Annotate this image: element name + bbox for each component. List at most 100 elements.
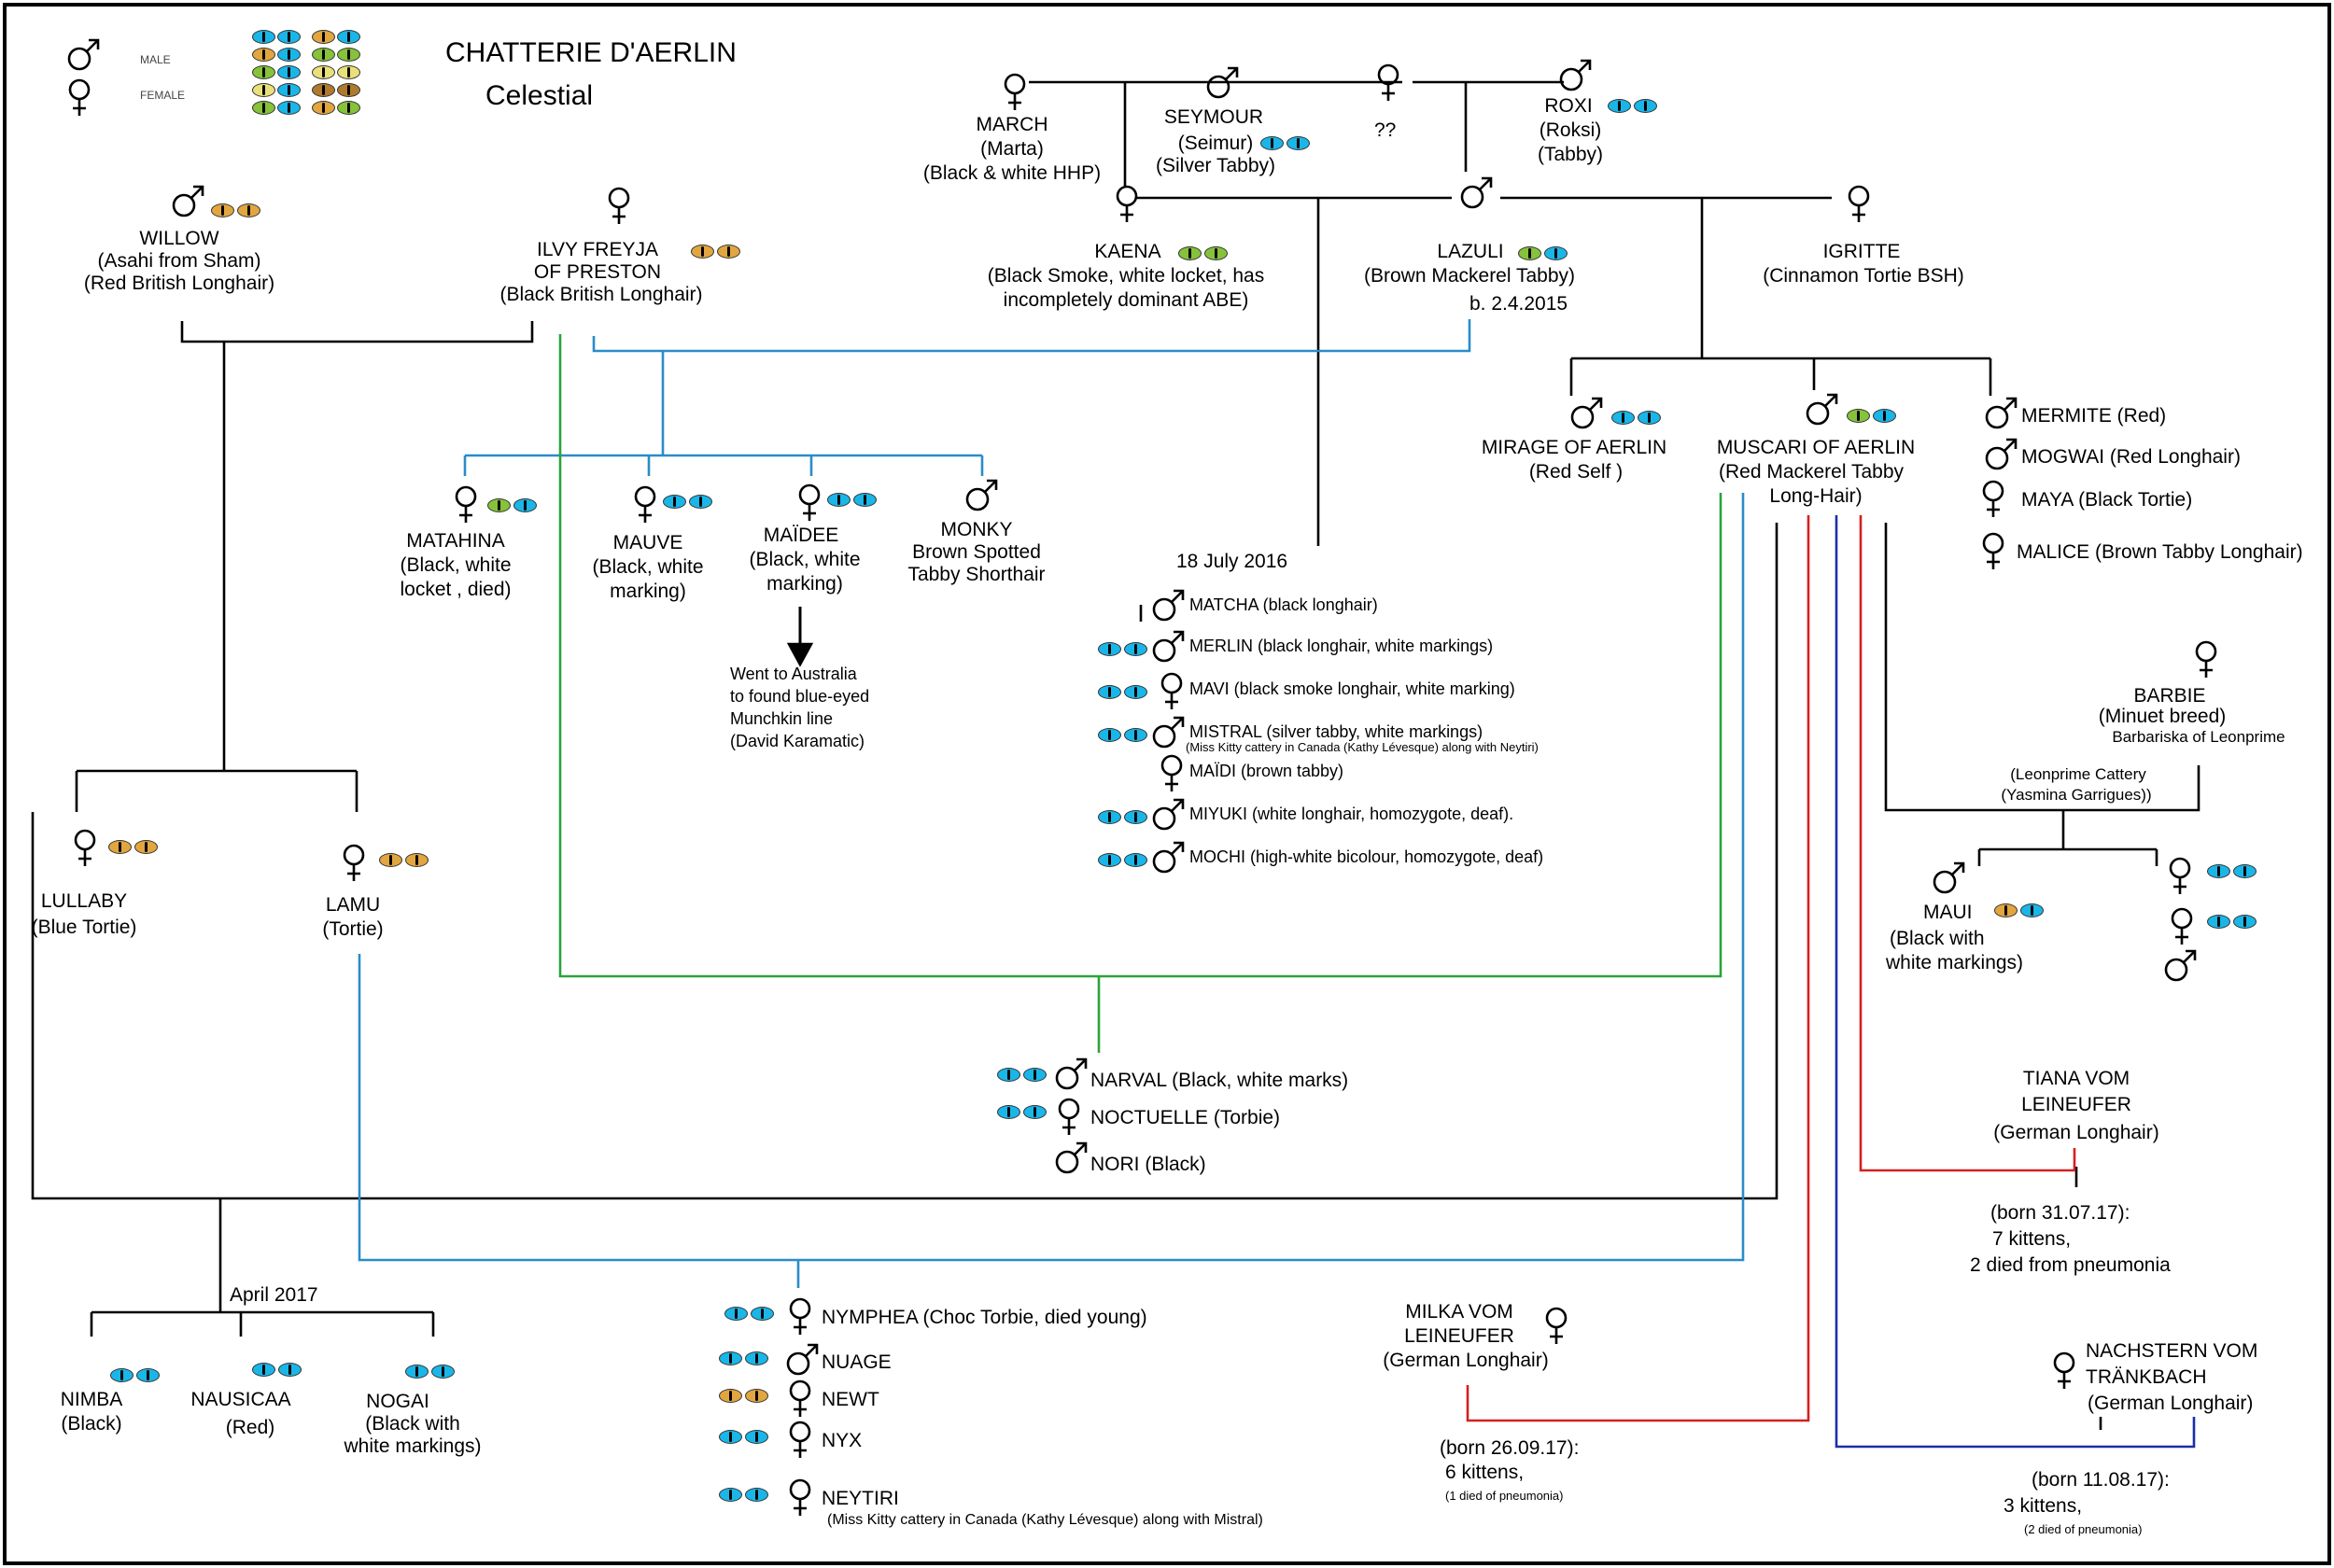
ilvy-name: ILVY FREYJA <box>537 239 658 260</box>
eye-swatch <box>277 83 301 97</box>
matahina-detail: (Black, white <box>400 554 512 576</box>
eye-colors <box>1098 642 1147 656</box>
kaena-name: KAENA <box>1094 241 1161 262</box>
nachstern-litter-note: (2 died of pneumonia) <box>2024 1522 2143 1536</box>
female-icon <box>1542 1307 1570 1346</box>
litter-kitten-label: MATCHA (black longhair) <box>1189 595 1378 614</box>
maui-name: MAUI <box>1923 902 1973 923</box>
eye-colors <box>663 495 712 509</box>
female-icon <box>795 483 823 523</box>
male-icon <box>1053 1055 1090 1092</box>
matahina-detail-2: locket , died) <box>400 579 512 600</box>
eye-swatch <box>1608 99 1631 113</box>
lullaby-name: LULLABY <box>40 890 128 912</box>
eye-colors <box>252 65 360 79</box>
eye-swatch <box>751 1307 774 1321</box>
page-subtitle: Celestial <box>485 80 594 111</box>
female-icon <box>1158 672 1186 711</box>
muscari-breed-2: Long-Hair) <box>1769 485 1863 507</box>
male-icon <box>1983 394 2020 431</box>
female-icon <box>631 485 659 525</box>
male-icon <box>963 476 1001 513</box>
eye-swatch <box>277 101 301 115</box>
litter-kitten-label: MIYUKI (white longhair, homozygote, deaf… <box>1189 805 1514 823</box>
eye-swatch <box>513 498 537 512</box>
eye-swatch <box>337 48 360 62</box>
eye-swatch <box>1098 642 1121 656</box>
eye-swatch <box>2207 864 2230 878</box>
eye-swatch <box>405 1365 429 1379</box>
female-icon <box>786 1478 814 1518</box>
eye-swatch <box>1260 136 1284 150</box>
litter-kitten-label: NARVAL (Black, white marks) <box>1090 1070 1349 1091</box>
eye-swatch <box>405 853 429 867</box>
litter-kitten-label: MISTRAL (silver tabby, white markings) <box>1189 722 1483 741</box>
eye-swatch <box>252 48 275 62</box>
eye-swatch <box>719 1430 742 1444</box>
eye-swatch <box>719 1389 742 1403</box>
eye-colors <box>1098 728 1147 742</box>
eye-swatch <box>1124 810 1147 824</box>
kaena-detail: (Black Smoke, white locket, has <box>987 265 1265 287</box>
lazuli-birthdate: b. 2.4.2015 <box>1469 293 1568 315</box>
male-icon <box>1458 174 1496 211</box>
eye-swatch <box>312 65 335 79</box>
female-icon <box>2168 907 2196 946</box>
eye-swatch <box>1124 642 1147 656</box>
seymour-name: SEYMOUR <box>1163 106 1264 128</box>
eye-swatch <box>827 493 851 507</box>
eye-colors <box>379 853 429 867</box>
female-icon <box>1113 185 1141 224</box>
litter-kitten-label: NYX <box>822 1430 863 1451</box>
eye-colors <box>252 30 360 44</box>
eye-swatch <box>745 1488 768 1502</box>
maui-detail-2: white markings) <box>1886 952 2024 973</box>
unknown-name: ?? <box>1374 119 1397 141</box>
eye-swatch <box>337 101 360 115</box>
eye-swatch <box>853 493 877 507</box>
female-icon <box>2192 640 2220 679</box>
eye-colors <box>1178 246 1228 260</box>
male-icon <box>1150 586 1188 623</box>
litter-kitten-note: (Miss Kitty cattery in Canada (Kathy Lév… <box>827 1512 1263 1528</box>
female-icon <box>1979 532 2007 571</box>
mauve-detail-2: marking) <box>610 581 686 602</box>
eye-colors <box>252 48 360 62</box>
march-name: MARCH <box>976 114 1048 135</box>
eye-colors <box>108 840 158 854</box>
litter-kitten-label: NORI (Black) <box>1090 1154 1206 1175</box>
mauve-name: MAUVE <box>612 532 683 553</box>
male-icon <box>1568 394 1606 431</box>
lullaby-breed: (Blue Tortie) <box>31 917 137 938</box>
eye-swatch <box>997 1105 1020 1119</box>
nachstern-kennel: TRÄNKBACH <box>2086 1366 2207 1388</box>
maidee-note-4: (David Karamatic) <box>730 732 865 750</box>
roxi-detail: (Roksi) <box>1539 119 1602 141</box>
maidee-note-3: Munchkin line <box>730 709 834 728</box>
eye-swatch <box>379 853 402 867</box>
igritte-name: IGRITTE <box>1822 241 1901 262</box>
litter-kitten-label: NEYTIRI <box>822 1488 899 1509</box>
maidee-name: MAÏDEE <box>763 525 839 546</box>
eye-colors <box>719 1430 768 1444</box>
malice-name: MALICE (Brown Tabby Longhair) <box>2017 541 2303 563</box>
nachstern-breed: (German Longhair) <box>2088 1393 2254 1414</box>
eye-swatch <box>431 1365 455 1379</box>
ilvy-detail: OF PRESTON <box>533 261 662 283</box>
eye-colors <box>252 83 360 97</box>
male-icon <box>784 1340 822 1378</box>
male-icon <box>170 182 207 219</box>
female-icon <box>2166 857 2194 896</box>
nausicaa-name: NAUSICAA <box>190 1389 291 1410</box>
eye-swatch <box>110 1368 134 1382</box>
eye-colors <box>487 498 537 512</box>
eye-swatch <box>1994 903 2018 917</box>
milka-breed: (German Longhair) <box>1383 1350 1549 1371</box>
leonprime-cattery: (Leonprime Cattery <box>2010 765 2146 783</box>
eye-swatch <box>1638 411 1661 425</box>
male-icon <box>1150 713 1188 750</box>
milka-litter-count: 6 kittens, <box>1445 1462 1525 1483</box>
eye-colors <box>1608 99 1657 113</box>
tiana-litter-count: 7 kittens, <box>1992 1228 2072 1250</box>
